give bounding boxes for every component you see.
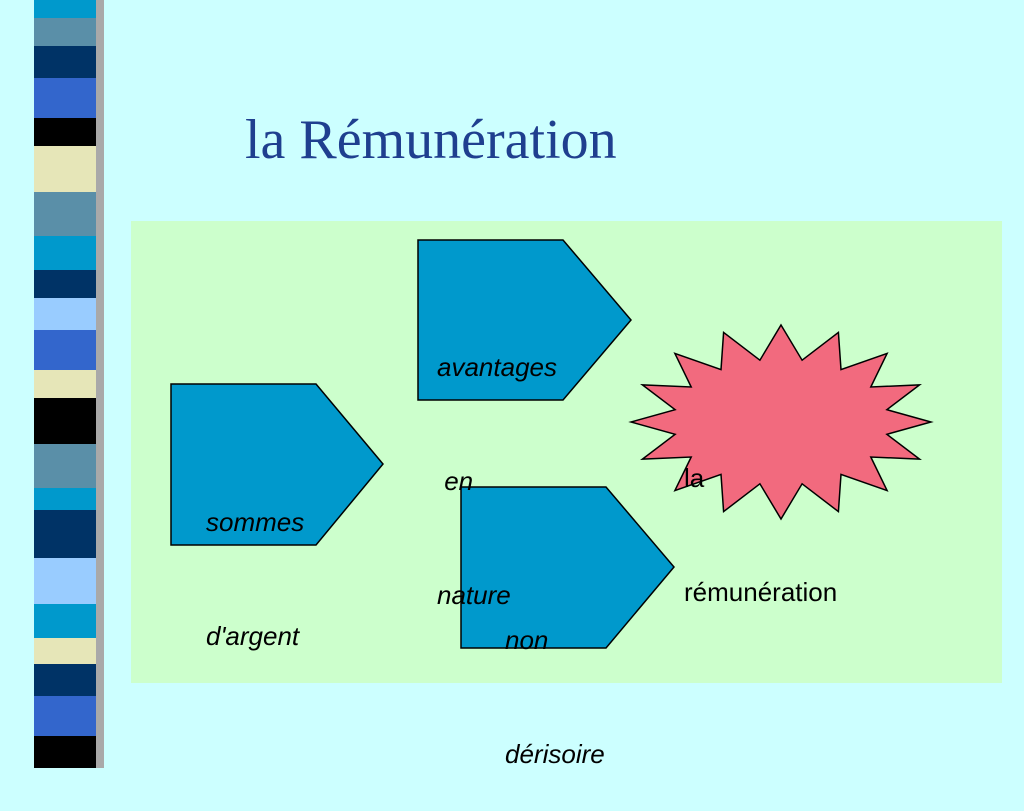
page-title: la Rémunération: [245, 109, 617, 171]
node-label-line: rémunération: [684, 577, 838, 607]
node-avantages-en-nature-shape: [417, 239, 632, 401]
node-non-derisoire-label: non dérisoire: [505, 545, 605, 811]
node-label-line: la: [684, 463, 705, 493]
node-label-line: sommes: [206, 507, 305, 537]
node-label-line: non: [505, 625, 549, 655]
node-label-line: dérisoire: [505, 739, 605, 769]
stripe-shadow: [96, 0, 104, 768]
node-label-line: nature: [437, 580, 511, 610]
node-label-line: d'argent: [206, 621, 300, 651]
node-label-line: avantages: [437, 352, 557, 382]
node-non-derisoire-shape: [460, 486, 675, 649]
diagram-shapes: [170, 239, 934, 649]
decorative-stripe-bar: [34, 0, 96, 768]
node-avantages-en-nature-label: avantages en nature: [437, 272, 557, 652]
node-la-remuneration-label: la rémunération: [684, 383, 837, 649]
node-la-remuneration-shape: [628, 323, 934, 521]
node-label-line: en: [437, 466, 474, 496]
node-sommes-dargent-shape: [170, 383, 384, 546]
node-sommes-dargent-label: sommes d'argent: [206, 427, 304, 693]
